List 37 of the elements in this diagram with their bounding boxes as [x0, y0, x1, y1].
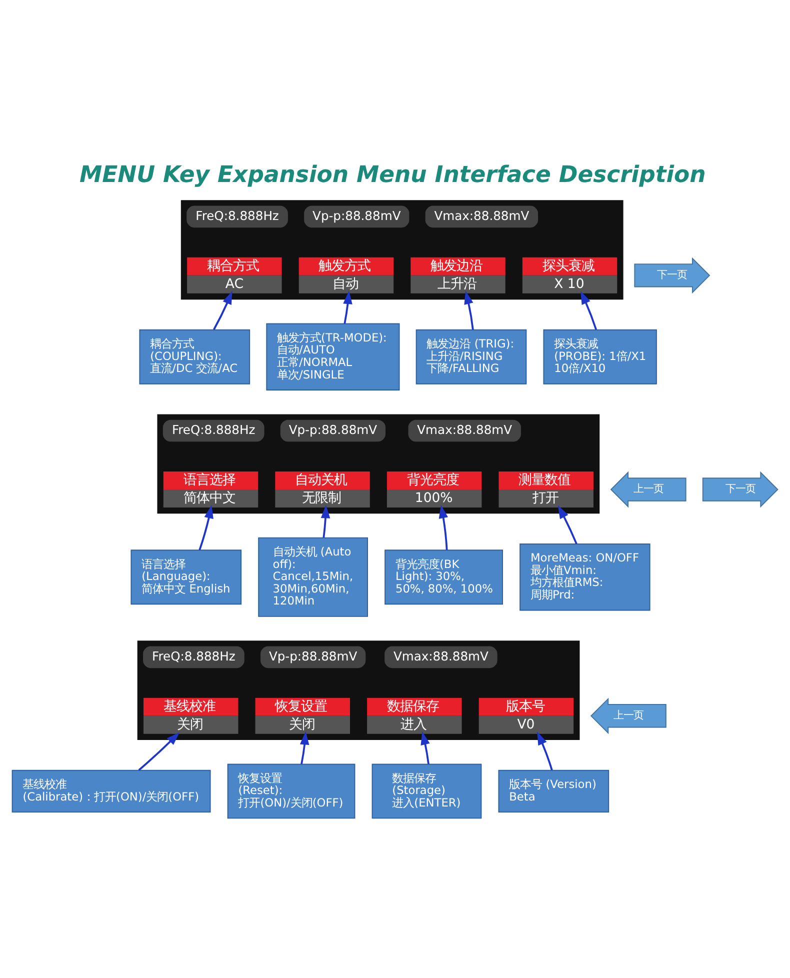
node-box: 探头衰减 (PROBE): 1倍/X1 10倍/X10 [543, 328, 657, 384]
arrow [343, 290, 352, 324]
node-box: 版本号 (Version) Beta [498, 769, 610, 812]
arrow [558, 504, 578, 544]
node-box: 耦合方式 (COUPLING): 直流/DC 交流/AC [139, 328, 250, 384]
arrow [580, 290, 598, 330]
arrow [213, 290, 232, 330]
node-box: Vmax:88.88mV [384, 646, 498, 668]
node-box: FreQ:8.888Hz [162, 419, 264, 442]
node-box: 触发方式(TR-MODE): 自动/AUTO 正常/NORMAL 单次/SINGLE [266, 322, 400, 390]
node-box: 语言选择 (Language): 简体中文 English [130, 549, 242, 604]
arrow [438, 504, 448, 550]
node-box: Vmax:88.88mV [408, 419, 521, 442]
node-box: 触发边沿 (TRIG): 上升沿/RISING 下降/FALLING [416, 328, 527, 384]
arrow [537, 731, 553, 770]
diagram-title: MENU Key Expansion Menu Interface Description [80, 161, 706, 188]
cluster [180, 200, 624, 300]
arrow [464, 290, 474, 330]
node-box: 恢复设置 (Reset): 打开(ON)/关闭(OFF) [227, 763, 356, 818]
node-box: 自动关机 (Auto off): Cancel,15Min, 30Min,60Min, 120Min [258, 536, 368, 616]
node-box: 基线校准 (Calibrate)：打开(ON)/关闭(OFF) [12, 769, 211, 812]
node-box: 数据保存 (Storage) 进入(ENTER) [372, 763, 482, 818]
node-box: FreQ:8.888Hz [143, 646, 244, 668]
node-box: Vp-p:88.88mV [304, 205, 410, 228]
node-box: 背光亮度(BK Light): 30%, 50%, 80%, 100% [384, 549, 503, 604]
arrow [300, 730, 310, 764]
arrow [420, 730, 430, 764]
node-box: Vmax:88.88mV [425, 205, 538, 228]
arrow [138, 732, 180, 770]
node-box: Vp-p:88.88mV [260, 646, 366, 668]
node-box: MoreMeas: ON/OFF 最小值Vmin: 均方根值RMS: 周期Prd: [520, 543, 650, 610]
cluster [137, 640, 580, 740]
node-box: FreQ:8.888Hz [186, 205, 288, 228]
arrow [198, 504, 214, 550]
cluster [157, 414, 600, 514]
arrow [320, 504, 330, 538]
node-box: Vp-p:88.88mV [280, 419, 386, 442]
